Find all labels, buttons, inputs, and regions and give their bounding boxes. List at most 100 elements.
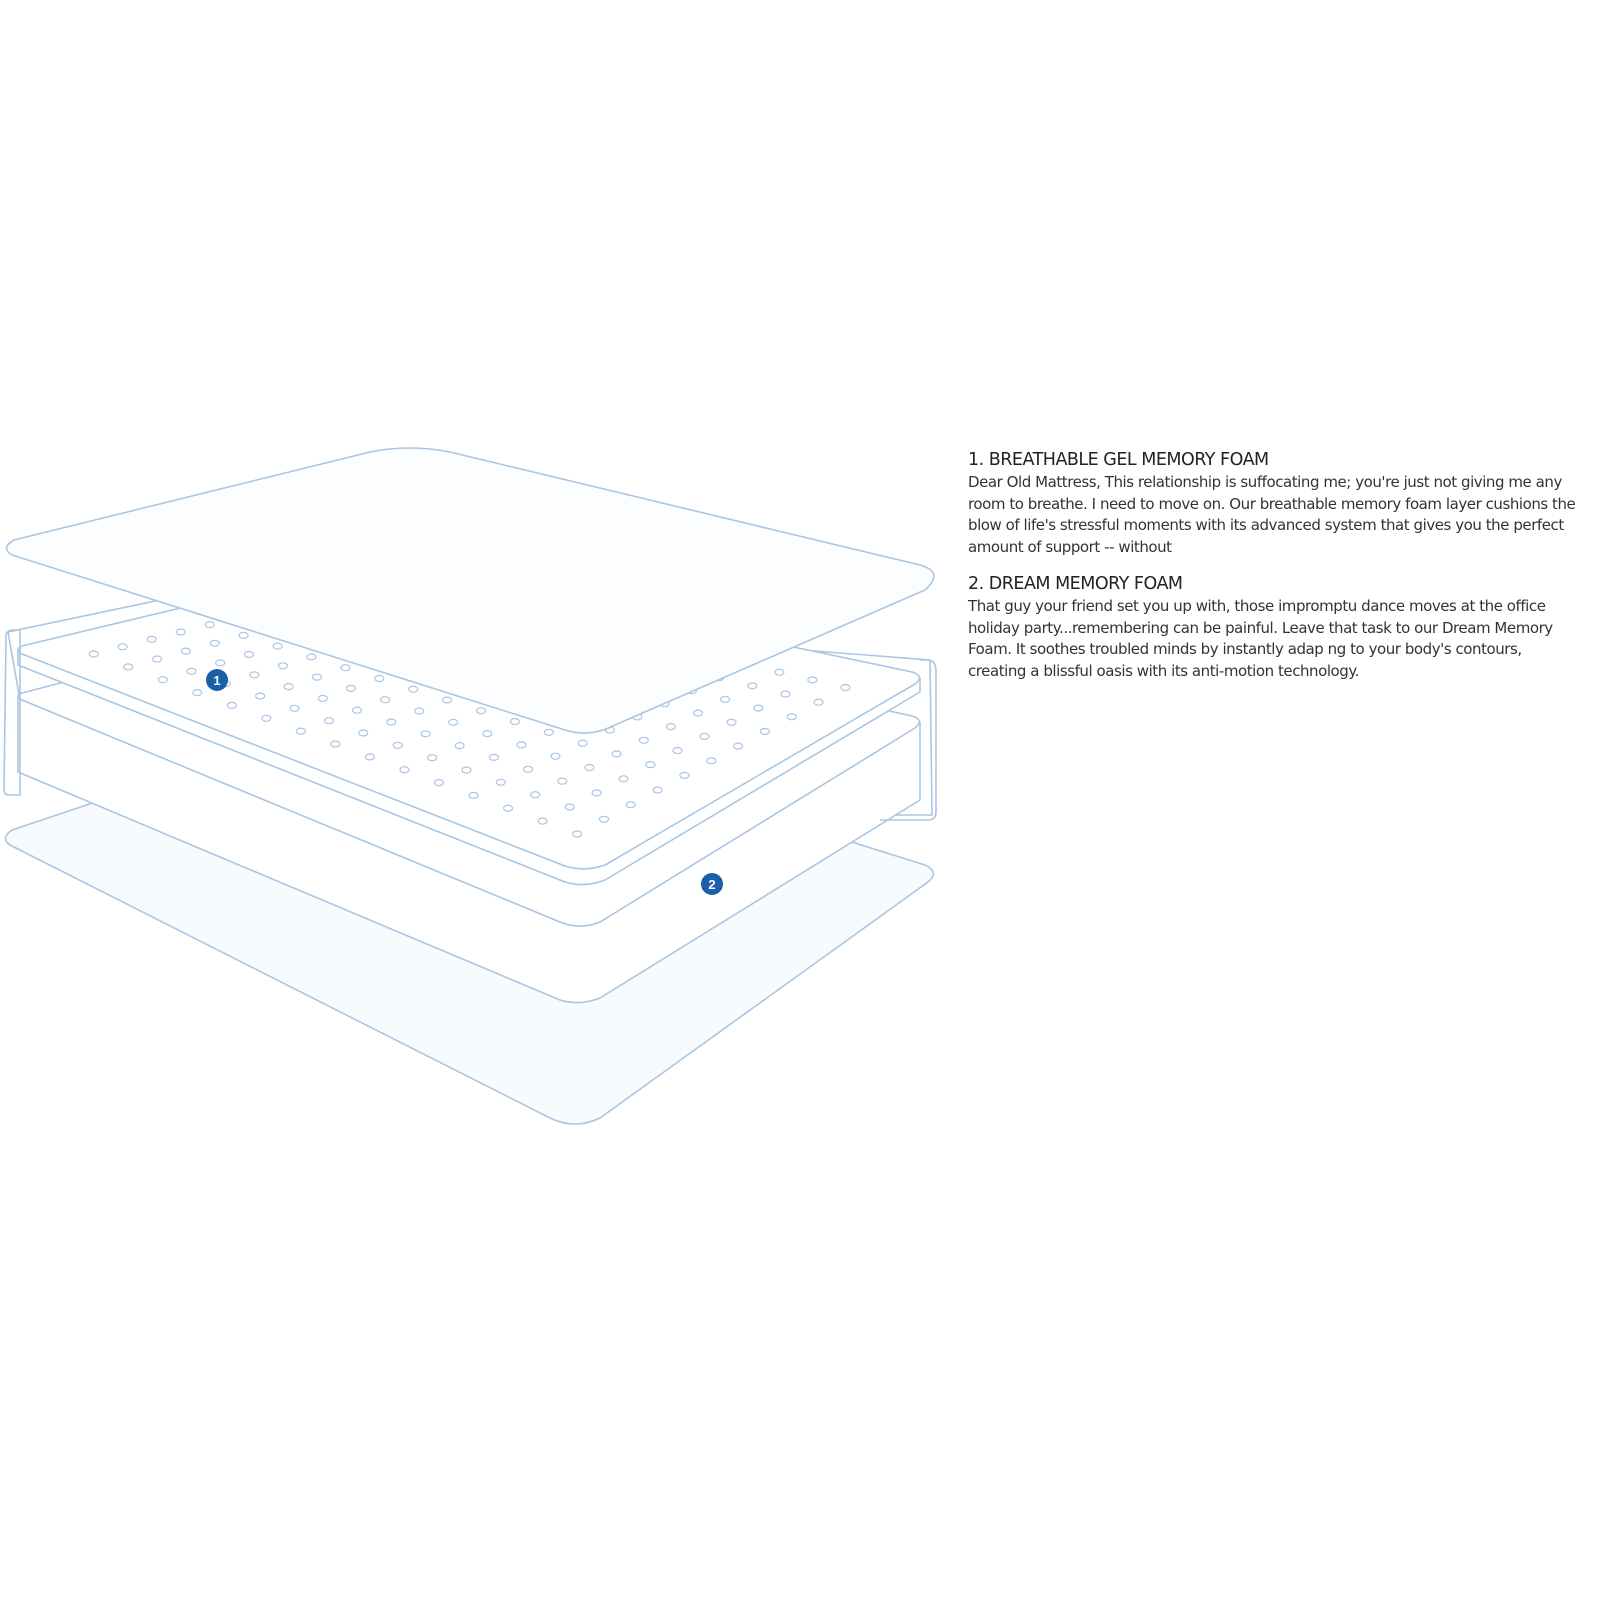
perforation-dot — [706, 757, 717, 765]
perforation-dot — [747, 682, 758, 690]
section-dream-memory-foam: 2. DREAM MEMORY FOAM That guy your frien… — [968, 572, 1580, 682]
perforation-dot — [638, 736, 649, 744]
perforation-dot — [813, 698, 824, 706]
perforation-dot — [392, 741, 403, 749]
perforation-dot — [482, 729, 493, 738]
perforation-dot — [186, 667, 197, 675]
perforation-dot — [461, 766, 472, 774]
perforation-dot — [340, 664, 351, 672]
perforation-dot — [672, 746, 683, 755]
perforation-dot — [277, 662, 288, 670]
perforation-dot — [226, 701, 237, 710]
perforation-dot — [249, 671, 260, 679]
perforation-dot — [699, 732, 710, 741]
perforation-dot — [117, 643, 128, 651]
perforation-dot — [611, 750, 622, 758]
perforation-dot — [306, 653, 317, 661]
layer-descriptions: 1. BREATHABLE GEL MEMORY FOAM Dear Old M… — [968, 448, 1580, 696]
perforation-dot — [351, 706, 363, 714]
perforation-dot — [152, 655, 163, 663]
svg-text:2: 2 — [708, 877, 715, 892]
perforation-dot — [88, 650, 99, 658]
perforation-dot — [475, 707, 487, 715]
perforation-dot — [557, 777, 568, 785]
perforation-dot — [123, 663, 134, 671]
perforation-dot — [692, 709, 704, 717]
section-title: 2. DREAM MEMORY FOAM — [968, 574, 1183, 594]
perforation-dot — [598, 815, 610, 823]
perforation-dot — [442, 696, 453, 704]
perforation-dot — [414, 707, 425, 715]
perforation-dot — [433, 778, 445, 787]
perforation-dot — [577, 739, 588, 747]
perforation-dot — [807, 676, 818, 684]
perforation-dot — [364, 753, 375, 761]
perforation-dot — [550, 752, 561, 760]
perforation-dot — [509, 717, 521, 726]
perforation-dot — [157, 676, 168, 684]
perforation-dot — [503, 804, 514, 812]
perforation-dot — [584, 763, 595, 772]
perforation-dot — [358, 729, 369, 737]
cover-frame-front-right — [880, 659, 937, 821]
perforation-dot — [786, 713, 797, 721]
perforation-dot — [488, 753, 499, 762]
perforation-dot — [753, 704, 764, 712]
perforation-dot — [564, 803, 575, 811]
perforation-dot — [399, 766, 410, 774]
section-body: That guy your friend set you up with, th… — [968, 597, 1553, 680]
perforation-dot — [289, 704, 300, 712]
perforation-dot — [732, 742, 744, 750]
perforation-dot — [774, 668, 785, 676]
perforation-dot — [272, 642, 283, 650]
perforation-dot — [420, 730, 431, 738]
perforation-dot — [645, 760, 656, 769]
perforation-dot — [454, 741, 465, 750]
section-title: 1. BREATHABLE GEL MEMORY FOAM — [968, 450, 1269, 470]
perforation-dot — [652, 786, 663, 794]
perforation-dot — [204, 620, 215, 629]
perforation-dot — [543, 728, 554, 736]
perforation-dot — [537, 817, 548, 825]
perforation-dot — [330, 740, 341, 748]
perforation-dot — [192, 688, 203, 697]
mattress-layers-diagram: 1 2 — [3, 447, 937, 1125]
perforation-dot — [720, 695, 731, 704]
perforation-dot — [530, 791, 541, 799]
svg-text:1: 1 — [213, 673, 220, 688]
perforation-dot — [345, 684, 357, 693]
marker-2[interactable]: 2 — [701, 873, 723, 895]
perforation-dot — [840, 683, 851, 692]
perforation-dot — [380, 696, 391, 704]
perforation-dot — [591, 789, 602, 797]
perforation-dot — [374, 674, 385, 683]
perforation-dot — [323, 717, 335, 725]
perforation-dot — [625, 801, 636, 809]
perforation-dot — [495, 778, 506, 786]
perforation-dot — [516, 741, 527, 749]
perforation-dot — [215, 659, 226, 667]
perforation-dot — [386, 718, 397, 726]
perforation-dot — [726, 718, 737, 726]
perforation-dot — [311, 673, 323, 681]
perforation-dot — [261, 714, 272, 722]
perforation-dot — [146, 635, 157, 643]
perforation-dot — [283, 682, 294, 691]
perforation-dot — [180, 647, 191, 655]
top-cover-sheet — [5, 447, 935, 734]
perforation-dot — [317, 694, 328, 703]
perforation-dot — [448, 718, 459, 726]
perforation-dot — [679, 771, 690, 780]
perforation-dot — [427, 754, 438, 762]
perforation-dot — [238, 631, 249, 640]
section-gel-memory-foam: 1. BREATHABLE GEL MEMORY FOAM Dear Old M… — [968, 448, 1580, 558]
perforation-dot — [468, 791, 479, 800]
marker-1[interactable]: 1 — [206, 669, 228, 691]
perforation-dot — [295, 727, 306, 735]
perforation-dot — [209, 639, 220, 647]
perforation-dot — [665, 722, 677, 731]
perforation-dot — [759, 727, 771, 736]
perforation-dot — [571, 830, 583, 838]
perforation-dot — [255, 692, 266, 700]
perforation-dot — [243, 650, 254, 659]
